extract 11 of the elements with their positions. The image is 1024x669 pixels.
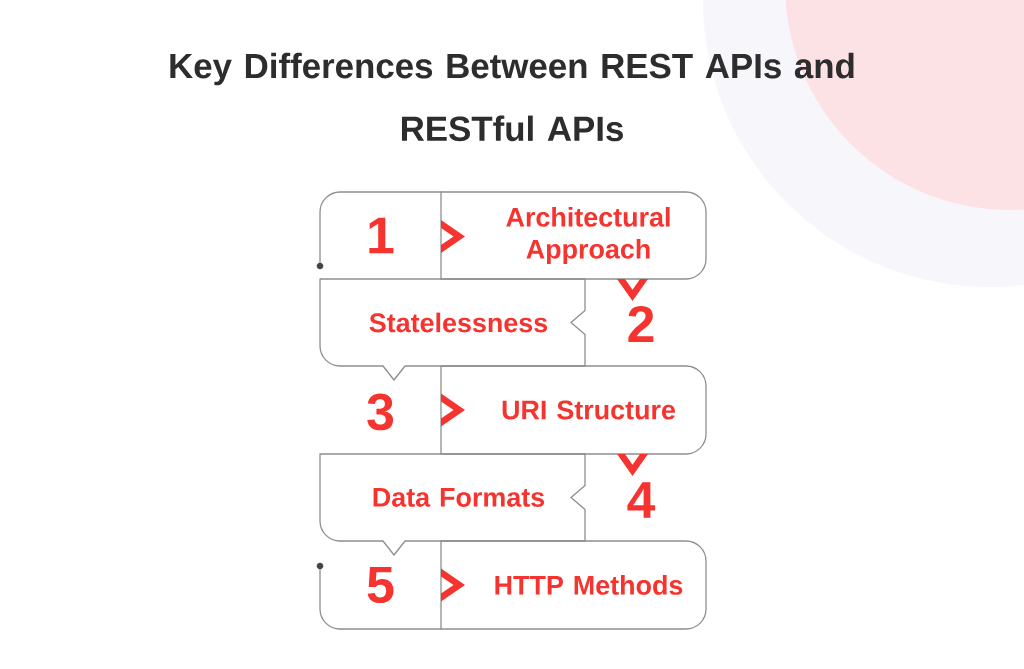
step-number: 4 bbox=[627, 482, 656, 518]
step-number: 3 bbox=[367, 393, 394, 431]
step-number: 1 bbox=[369, 217, 394, 254]
title: Key Differences Between REST APIs and RESTful APIs bbox=[170, 52, 854, 142]
step-box: URI Structure bbox=[440, 365, 707, 455]
step-box: Statelessness bbox=[319, 278, 586, 381]
step-number: 5 bbox=[367, 566, 394, 604]
step-number: 2 bbox=[628, 305, 654, 343]
step-box: Data Formats bbox=[319, 453, 586, 556]
step-title: HTTP Methods bbox=[495, 575, 683, 595]
step-title: Architectural Approach bbox=[506, 207, 670, 264]
